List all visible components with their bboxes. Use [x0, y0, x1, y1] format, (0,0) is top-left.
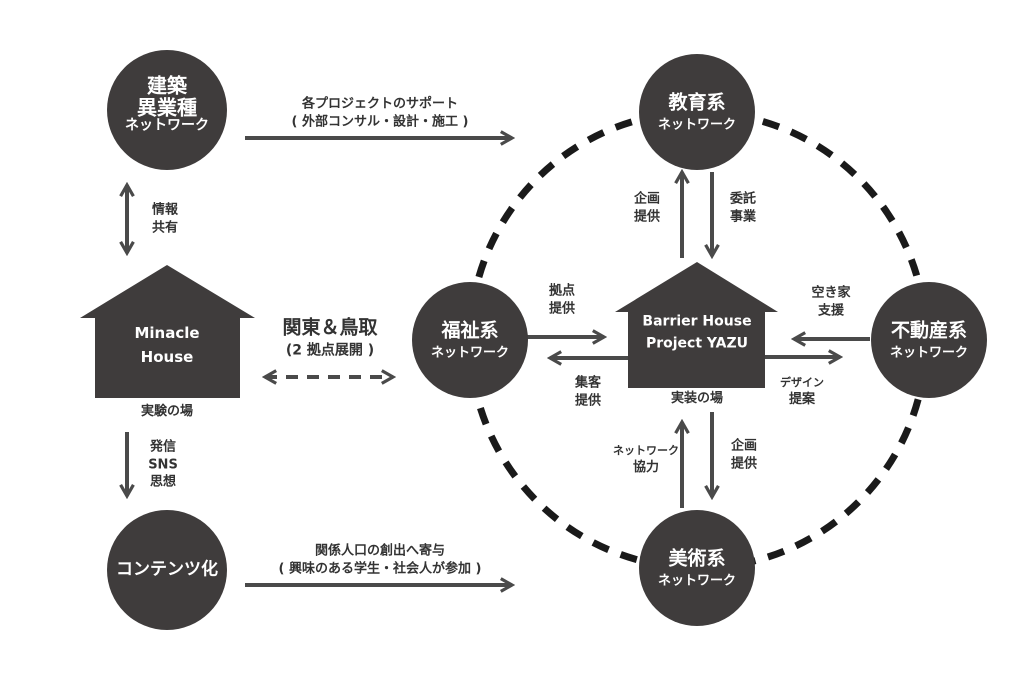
label-sub: ネットワーク [889, 345, 969, 361]
label-line: 提案 [788, 391, 815, 407]
label-line: 提供 [730, 456, 758, 471]
welfare-network-node [412, 282, 528, 398]
label-title: 美術系 [668, 547, 726, 570]
welfare-node-label: 福祉系 ネットワーク [431, 318, 509, 363]
label-line: 協力 [632, 459, 659, 475]
education-node-label: 教育系 ネットワーク [658, 90, 736, 135]
architecture-network-node [107, 50, 227, 170]
label-line: 建築 [147, 73, 187, 98]
label-line: 拠点 [548, 283, 576, 299]
label-line: Barrier House [642, 313, 752, 330]
label-line: 企画 [633, 191, 661, 207]
realestate-network-node [871, 282, 987, 398]
minacle-house-shape [80, 265, 255, 398]
label-line: 関東＆鳥取 [282, 316, 378, 339]
barrier-house-label: Barrier House Project YAZU [642, 311, 751, 356]
vacant-support-label: 空き家 支援 [811, 284, 850, 319]
minacle-house-label: Minacle House [134, 321, 199, 369]
label-line: 発信 [149, 439, 177, 455]
label-line: 提供 [574, 393, 602, 408]
label-line: (2 拠点展開 ) [285, 342, 375, 359]
label-line: デザイン [780, 375, 824, 389]
label-sub: ネットワーク [430, 345, 510, 361]
network-coop-label: ネットワーク 協力 [613, 444, 679, 476]
label-line: ネットワーク [613, 443, 679, 457]
label-line: Project YAZU [645, 336, 749, 352]
label-line: SNS [148, 457, 178, 473]
info-share-label: 情報 共有 [152, 201, 178, 236]
label-sub: ネットワーク [657, 117, 737, 133]
label-title: 福祉系 [441, 319, 499, 342]
art-plan-label: 企画 提供 [731, 437, 757, 472]
art-node-label: 美術系 ネットワーク [658, 546, 736, 591]
label-line: 関係人口の創出へ寄与 [314, 543, 445, 559]
label-title: 不動産系 [890, 319, 968, 342]
label-line: 事業 [729, 209, 757, 224]
art-network-node [639, 510, 755, 626]
architecture-node-label: 建築 異業種 ネットワーク [125, 74, 209, 133]
label-line: 提供 [548, 301, 576, 316]
label-line: 企画 [730, 438, 758, 454]
support-label: 各プロジェクトのサポート ( 外部コンサル・設計・施工 ) [292, 95, 469, 130]
barrier-house-shape [615, 262, 778, 388]
label-line: 異業種 [137, 95, 197, 120]
send-label: 発信 SNS 思想 [148, 439, 178, 492]
label-title: 教育系 [668, 91, 726, 114]
realestate-node-label: 不動産系 ネットワーク [890, 318, 968, 363]
label-line: 各プロジェクトのサポート [301, 96, 458, 112]
label-line: 空き家 [811, 285, 851, 301]
label-line: 支援 [817, 303, 845, 318]
minacle-caption: 実験の場 [140, 404, 194, 420]
label-line: 集客 [574, 375, 602, 391]
label-line: 提供 [633, 209, 661, 224]
label-line: 情報 [151, 202, 179, 218]
customer-provide-label: 集客 提供 [575, 374, 601, 409]
edu-commission-label: 委託 事業 [730, 190, 756, 225]
label-line: 委託 [729, 191, 757, 207]
region-label: 関東＆鳥取 (2 拠点展開 ) [282, 316, 377, 361]
label-sub: ネットワーク [657, 573, 737, 589]
edu-plan-label: 企画 提供 [634, 190, 660, 225]
population-label: 関係人口の創出へ寄与 ( 興味のある学生・社会人が参加 ) [279, 542, 482, 577]
label-line: Minacle [134, 324, 200, 342]
education-network-node [639, 54, 755, 170]
content-node [107, 510, 227, 630]
label-line: 思想 [149, 474, 177, 490]
content-node-label: コンテンツ化 [116, 559, 218, 580]
base-provide-label: 拠点 提供 [549, 282, 575, 317]
label-line: ネットワーク [125, 117, 209, 134]
label-line: ( 興味のある学生・社会人が参加 ) [278, 561, 482, 576]
label-line: 共有 [151, 220, 179, 235]
label-line: House [140, 348, 194, 366]
barrier-caption: 実装の場 [670, 391, 724, 407]
label-line: ( 外部コンサル・設計・施工 ) [291, 114, 469, 129]
design-proposal-label: デザイン 提案 [780, 376, 824, 408]
